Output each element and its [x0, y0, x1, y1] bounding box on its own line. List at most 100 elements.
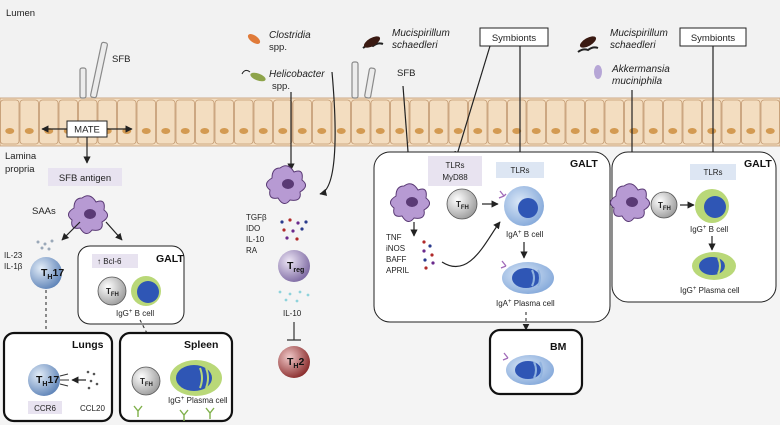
epithelial-nucleus — [278, 128, 288, 134]
treg-cell — [278, 250, 310, 282]
tlrs-right-box — [690, 164, 736, 180]
lumen-label: Lumen — [6, 8, 35, 19]
epithelial-nucleus — [531, 128, 541, 134]
symbionts-label-1: Symbionts — [492, 33, 537, 44]
epithelial-nucleus — [219, 128, 229, 134]
helicobacter-icon — [241, 69, 266, 82]
tfh-center-label: TFH — [456, 200, 469, 211]
clostridia-spp-label: spp. — [269, 42, 287, 53]
mucispirillum-icon-1 — [362, 36, 384, 49]
lung-th17-label: TH17 — [36, 374, 59, 388]
schaedleri-label-1: schaedleri — [392, 40, 438, 51]
arrow-dc-to-galt — [105, 221, 123, 241]
spleen-tfh-cell — [131, 366, 161, 396]
epithelial-cell — [507, 99, 527, 145]
epithelial-cell — [351, 99, 371, 145]
epithelial-nucleus — [5, 128, 15, 134]
ido-label: IDO — [246, 224, 260, 233]
epithelial-cell — [585, 99, 605, 145]
epithelial-nucleus — [336, 128, 346, 134]
lamina-label-line1: Lamina — [5, 151, 37, 162]
epithelial-nucleus — [161, 128, 171, 134]
epithelial-nucleus — [356, 128, 366, 134]
epithelial-cell — [682, 99, 702, 145]
lamina-label-line2: propria — [5, 164, 35, 175]
epithelial-cell — [117, 99, 137, 145]
ccr6-box — [28, 401, 62, 414]
bm-title: BM — [550, 341, 567, 353]
spleen-title: Spleen — [184, 339, 218, 351]
tlrs-right-label: TLRs — [703, 168, 722, 177]
th2-cell — [278, 346, 310, 378]
bcl6-label: ↑ Bcl-6 — [97, 257, 122, 266]
epithelial-cell — [760, 99, 780, 145]
epithelial-nucleus — [746, 128, 756, 134]
spleen-tfh-label: TFH — [140, 377, 153, 388]
il23-label: IL-23 — [4, 251, 23, 260]
sfb-left-label: SFB — [112, 54, 130, 65]
epithelial-cell — [741, 99, 761, 145]
galt-center-panel — [373, 151, 611, 323]
mucispirillum-label-2: Mucispirillum — [610, 28, 668, 39]
epithelial-cell — [19, 99, 39, 145]
tlrs-b-box — [496, 162, 544, 178]
dendritic-cell-right — [610, 183, 650, 222]
epithelial-cell — [195, 99, 215, 145]
cytokine-dots-center — [422, 240, 435, 270]
tfh-right-label: TFH — [658, 201, 671, 212]
baff-label: BAFF — [386, 255, 407, 264]
lungs-title: Lungs — [72, 339, 104, 351]
epithelial-nucleus — [668, 128, 678, 134]
muciniphila-label: muciniphila — [612, 76, 662, 87]
epithelial-cell — [624, 99, 644, 145]
il10-label: IL-10 — [246, 235, 265, 244]
spleen-plasma-label: IgG+ Plasma cell — [168, 396, 228, 405]
epithelial-nucleus — [180, 128, 190, 134]
il10-dots — [278, 290, 310, 303]
epithelial-cell — [721, 99, 741, 145]
ccr6-receptors — [59, 373, 69, 387]
epithelial-nucleus — [648, 128, 658, 134]
epithelial-nucleus — [200, 128, 210, 134]
epithelial-nucleus — [707, 128, 717, 134]
lung-th17-cell — [28, 364, 60, 396]
epithelial-cell — [643, 99, 663, 145]
igg-b-cell-label: IgG+ B cell — [116, 309, 154, 318]
epithelial-cell — [0, 99, 20, 145]
epithelial-cell — [253, 99, 273, 145]
epithelial-nucleus — [414, 128, 424, 134]
epithelial-nucleus — [492, 128, 502, 134]
tlrs-myd88-box — [428, 156, 482, 186]
th17-cell — [30, 257, 62, 289]
epithelial-cell — [312, 99, 332, 145]
epithelial-nucleus — [434, 128, 444, 134]
th2-label: TH2 — [287, 356, 304, 370]
cytokine-dots-mid — [280, 218, 308, 241]
galt-right-title: GALT — [744, 158, 772, 170]
dendritic-cell-center — [390, 183, 430, 222]
il10-b-label: IL-10 — [283, 309, 302, 318]
epithelial-cell — [526, 99, 546, 145]
tlrs-a-label: TLRs — [445, 161, 464, 170]
il1b-label: IL-1β — [4, 262, 23, 271]
epithelial-cell — [331, 99, 351, 145]
akkermansia-label: Akkermansia — [611, 64, 670, 75]
dendritic-cell-middle — [266, 165, 306, 204]
epithelial-nucleus — [629, 128, 639, 134]
epithelial-cell — [409, 99, 429, 145]
arrow-dc-to-th17 — [61, 221, 81, 241]
iga-b-label: IgA+ B cell — [506, 230, 544, 239]
epithelial-cell — [214, 99, 234, 145]
epithelial-cell — [468, 99, 488, 145]
epithelial-nucleus — [687, 128, 697, 134]
tlrs-b-label: TLRs — [510, 166, 529, 175]
iga-plasma-label: IgA+ Plasma cell — [496, 299, 555, 308]
sfb-mid-label: SFB — [397, 68, 415, 79]
epithelial-nucleus — [297, 128, 307, 134]
epithelial-cell — [702, 99, 722, 145]
epithelial-nucleus — [570, 128, 580, 134]
akkermansia-icon — [594, 65, 602, 79]
clostridia-icon — [247, 34, 261, 44]
